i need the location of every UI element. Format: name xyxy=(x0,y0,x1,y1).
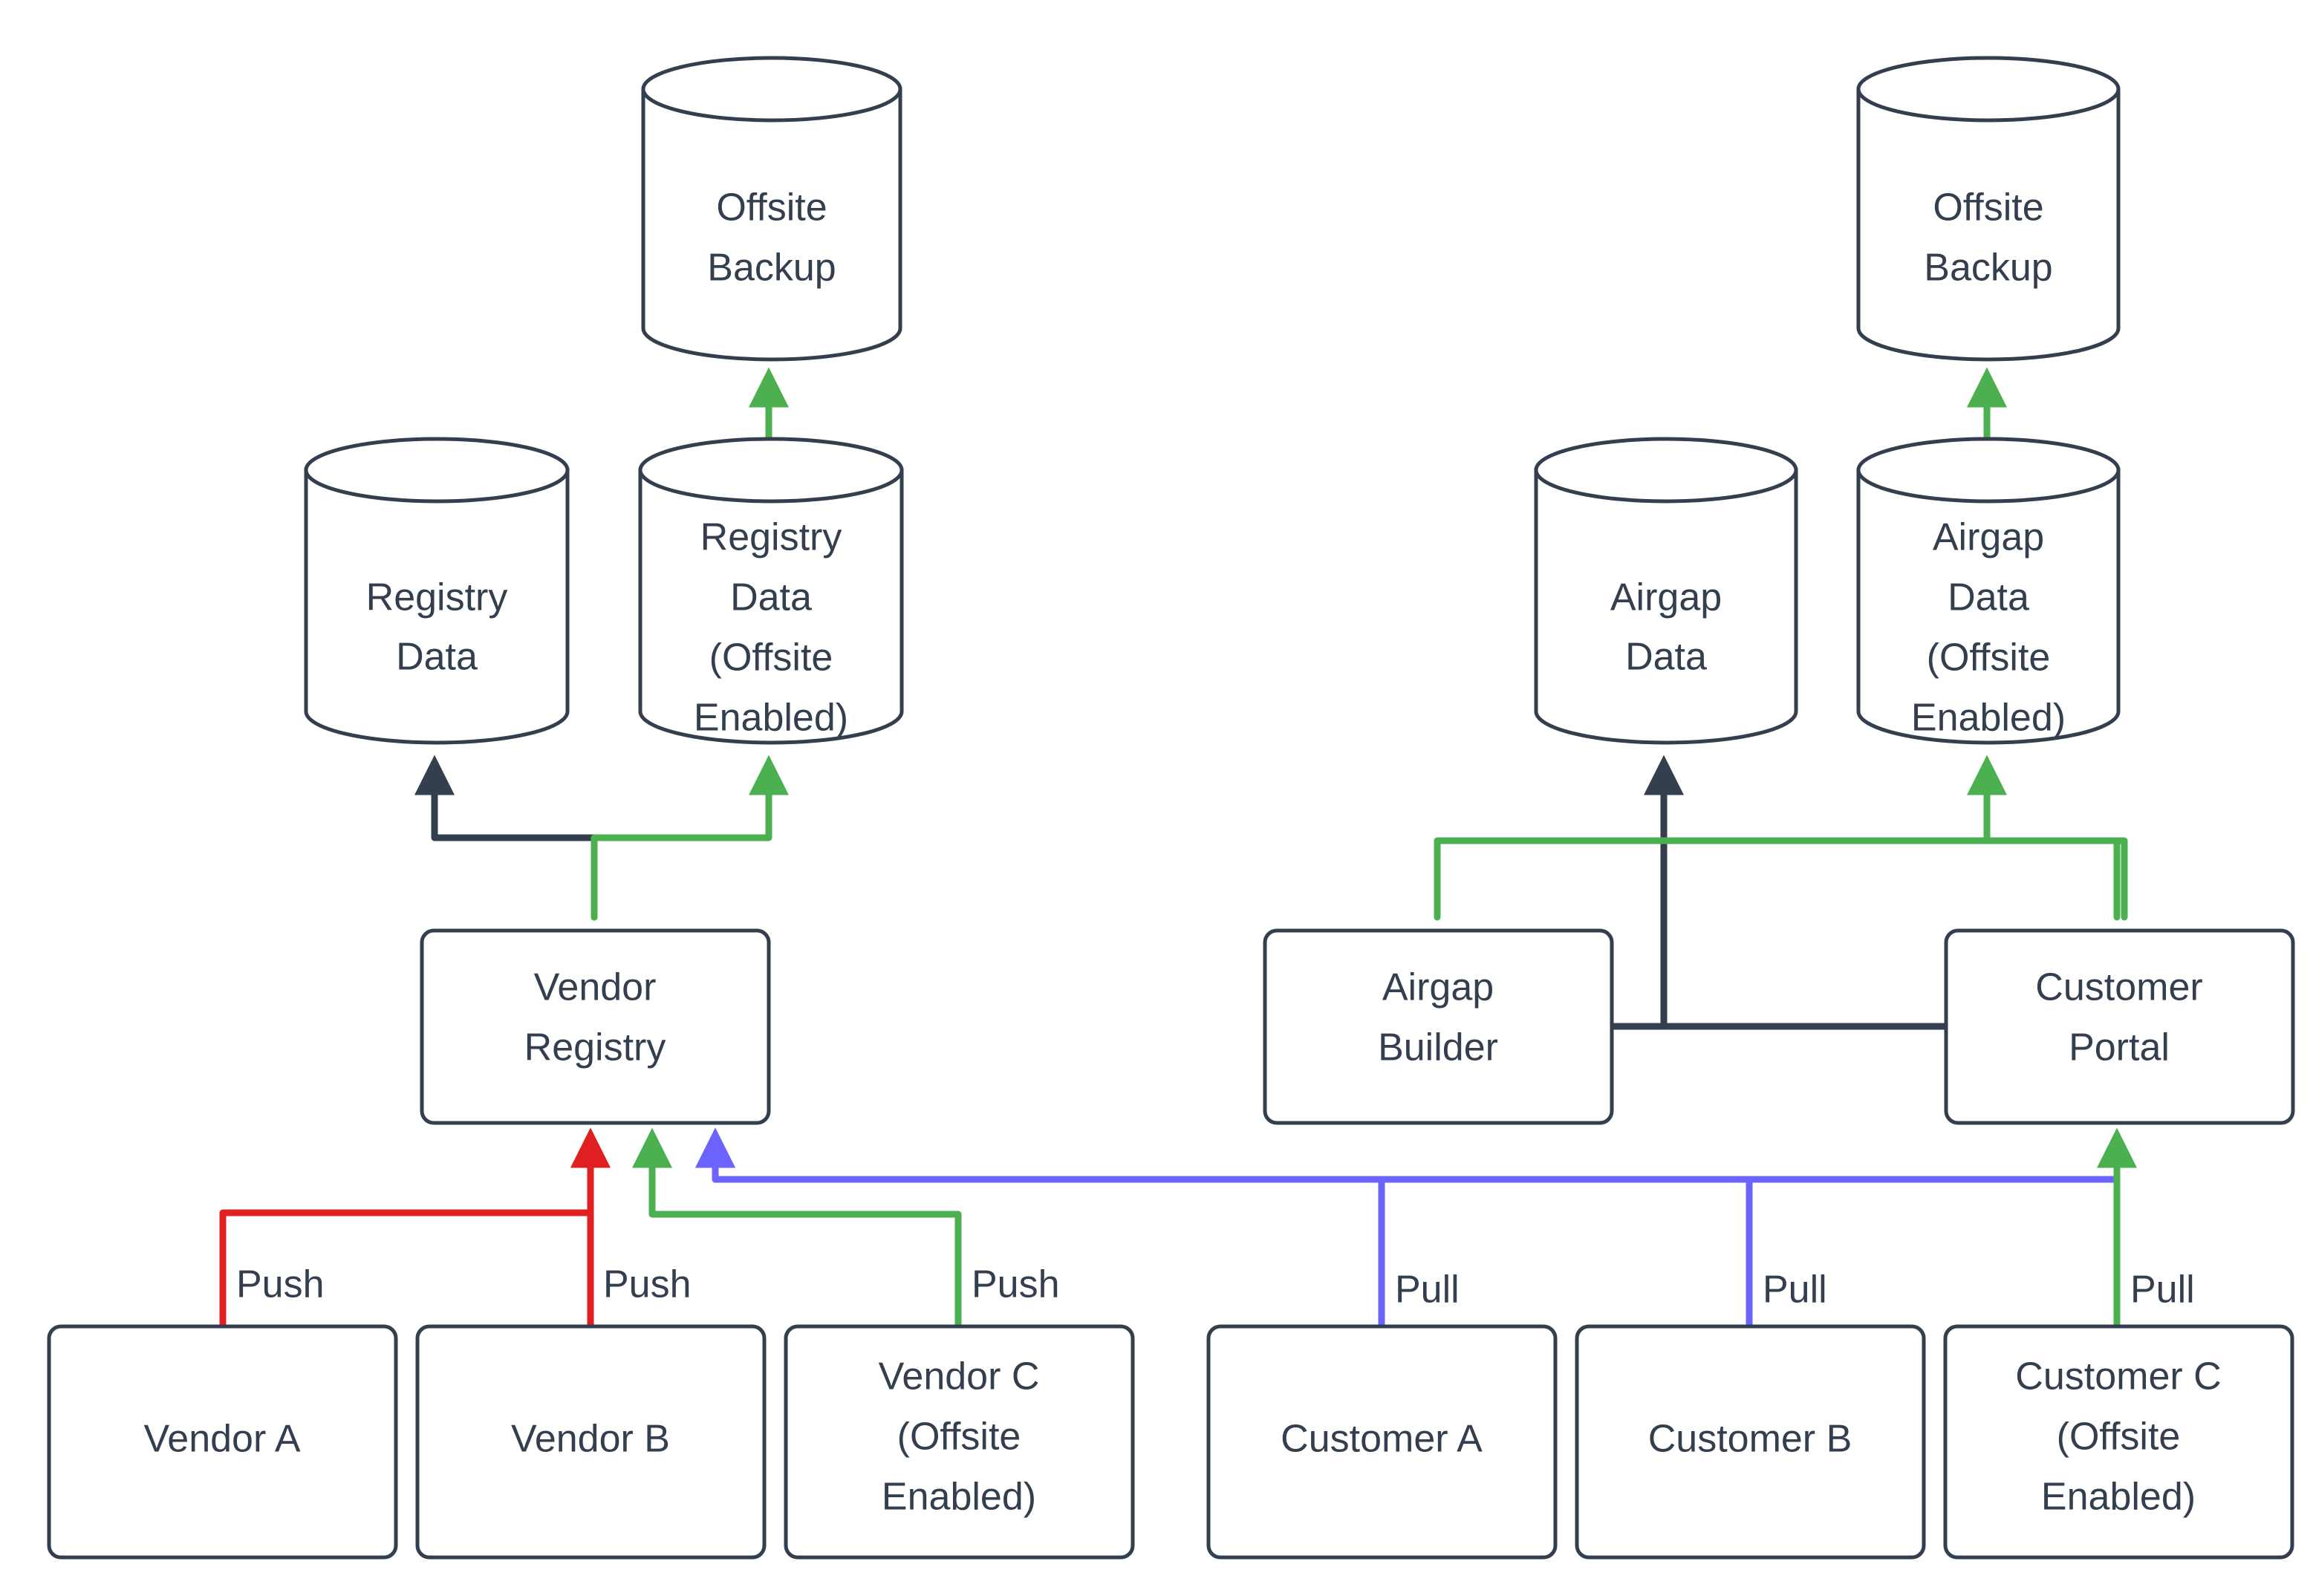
node-label-line2: Builder xyxy=(1378,1026,1498,1069)
node-box xyxy=(1943,1324,2294,1560)
node-box xyxy=(784,1324,1135,1560)
cylinder-body xyxy=(304,468,570,745)
node-label-line1: Vendor B xyxy=(511,1418,670,1461)
node-label-line3: Enabled) xyxy=(882,1476,1036,1519)
node-label-line2: Data xyxy=(730,576,812,619)
node-label-line2: Registry xyxy=(524,1026,666,1069)
cylinder-body xyxy=(1534,468,1798,745)
node-label-line1: Customer A xyxy=(1281,1418,1483,1461)
node-offsite-backup-right[interactable]: Offsite Backup xyxy=(1856,56,2121,362)
edge-builder-to-airgap-data xyxy=(1608,755,1684,1030)
cylinder-top xyxy=(1856,437,2121,504)
node-box xyxy=(47,1324,398,1560)
node-label-line2: Backup xyxy=(707,247,836,290)
edge-vendor-c-push xyxy=(632,1127,962,1333)
node-label-line2: (Offsite xyxy=(897,1416,1021,1459)
edge-registry-to-data xyxy=(414,755,598,921)
node-label-line1: Registry xyxy=(366,576,508,619)
cylinder-top xyxy=(1534,437,1798,504)
edge-registry-to-data-offsite xyxy=(591,755,789,921)
node-label-line1: Airgap xyxy=(1933,516,2044,559)
node-label-line1: Airgap xyxy=(1610,576,1722,619)
node-label-line1: Vendor A xyxy=(143,1418,300,1461)
node-label-line1: Airgap xyxy=(1382,966,1494,1009)
cylinder-body xyxy=(641,87,902,362)
node-label-line1: Registry xyxy=(700,516,842,559)
node-box xyxy=(420,928,771,1125)
node-registry-data[interactable]: Registry Data xyxy=(304,437,570,745)
node-label-line2: Data xyxy=(1948,576,2029,619)
edge-builder-to-airgap-offsite xyxy=(1434,755,2007,921)
node-label-line1: Customer B xyxy=(1648,1418,1852,1461)
node-vendor-registry[interactable]: Vendor Registry xyxy=(420,928,771,1125)
node-customer-c[interactable]: Customer C (Offsite Enabled) xyxy=(1943,1324,2294,1560)
edge-label-push-vendor-b: Push xyxy=(603,1263,692,1306)
node-box xyxy=(1575,1324,1926,1560)
node-label-line3: Enabled) xyxy=(2041,1476,2196,1519)
node-vendor-a[interactable]: Vendor A xyxy=(47,1324,398,1560)
node-offsite-backup-left[interactable]: Offsite Backup xyxy=(641,56,902,362)
cylinder-top xyxy=(641,56,902,123)
edge-label-pull-customer-a: Pull xyxy=(1395,1268,1460,1312)
node-customer-b[interactable]: Customer B xyxy=(1575,1324,1926,1560)
edge-label-push-vendor-a: Push xyxy=(236,1263,325,1306)
node-customer-a[interactable]: Customer A xyxy=(1206,1324,1558,1560)
node-label-line3: (Offsite xyxy=(709,636,833,680)
edge-label-pull-customer-b: Pull xyxy=(1763,1268,1827,1312)
node-label-line1: Offsite xyxy=(1933,186,2043,229)
node-label-line1: Customer xyxy=(2035,966,2202,1009)
node-label-line2: Data xyxy=(1625,636,1707,679)
node-label-line2: (Offsite xyxy=(2057,1416,2181,1459)
node-box xyxy=(1263,928,1614,1125)
node-box xyxy=(415,1324,767,1560)
cylinder-body xyxy=(1856,468,2121,745)
cylinder-top xyxy=(304,437,570,504)
node-airgap-builder[interactable]: Airgap Builder xyxy=(1263,928,1614,1125)
cylinder-top xyxy=(1856,56,2121,123)
node-vendor-b[interactable]: Vendor B xyxy=(415,1324,767,1560)
node-airgap-data-offsite[interactable]: Airgap Data (Offsite Enabled) xyxy=(1856,437,2121,745)
node-registry-data-offsite[interactable]: Registry Data (Offsite Enabled) xyxy=(638,437,904,745)
cylinder-top xyxy=(638,437,904,504)
node-box xyxy=(1944,928,2295,1125)
node-airgap-data[interactable]: Airgap Data xyxy=(1534,437,1798,745)
edge-label-pull-customer-c: Pull xyxy=(2130,1268,2195,1312)
node-label-line1: Vendor xyxy=(534,966,657,1009)
node-label-line2: Portal xyxy=(2069,1026,2170,1069)
edge-green-trunk-right xyxy=(1983,837,2128,921)
node-label-line1: Customer C xyxy=(2015,1355,2221,1398)
node-label-line3: (Offsite xyxy=(1927,636,2051,680)
node-label-line2: Data xyxy=(396,636,478,679)
cylinder-body xyxy=(638,468,904,745)
node-label-line2: Backup xyxy=(1924,247,2052,290)
node-box xyxy=(1206,1324,1558,1560)
node-vendor-c[interactable]: Vendor C (Offsite Enabled) xyxy=(784,1324,1135,1560)
node-label-line1: Offsite xyxy=(716,186,827,229)
cylinder-body xyxy=(1856,87,2121,362)
node-customer-portal[interactable]: Customer Portal xyxy=(1944,928,2295,1125)
edge-portal-pull-trunk xyxy=(695,1127,2121,1183)
edge-label-push-vendor-c: Push xyxy=(972,1263,1060,1306)
edge-customer-b-pull xyxy=(695,1127,1753,1333)
node-label-line4: Enabled) xyxy=(694,697,848,740)
node-label-line1: Vendor C xyxy=(879,1355,1040,1398)
node-label-line4: Enabled) xyxy=(1911,697,2066,740)
